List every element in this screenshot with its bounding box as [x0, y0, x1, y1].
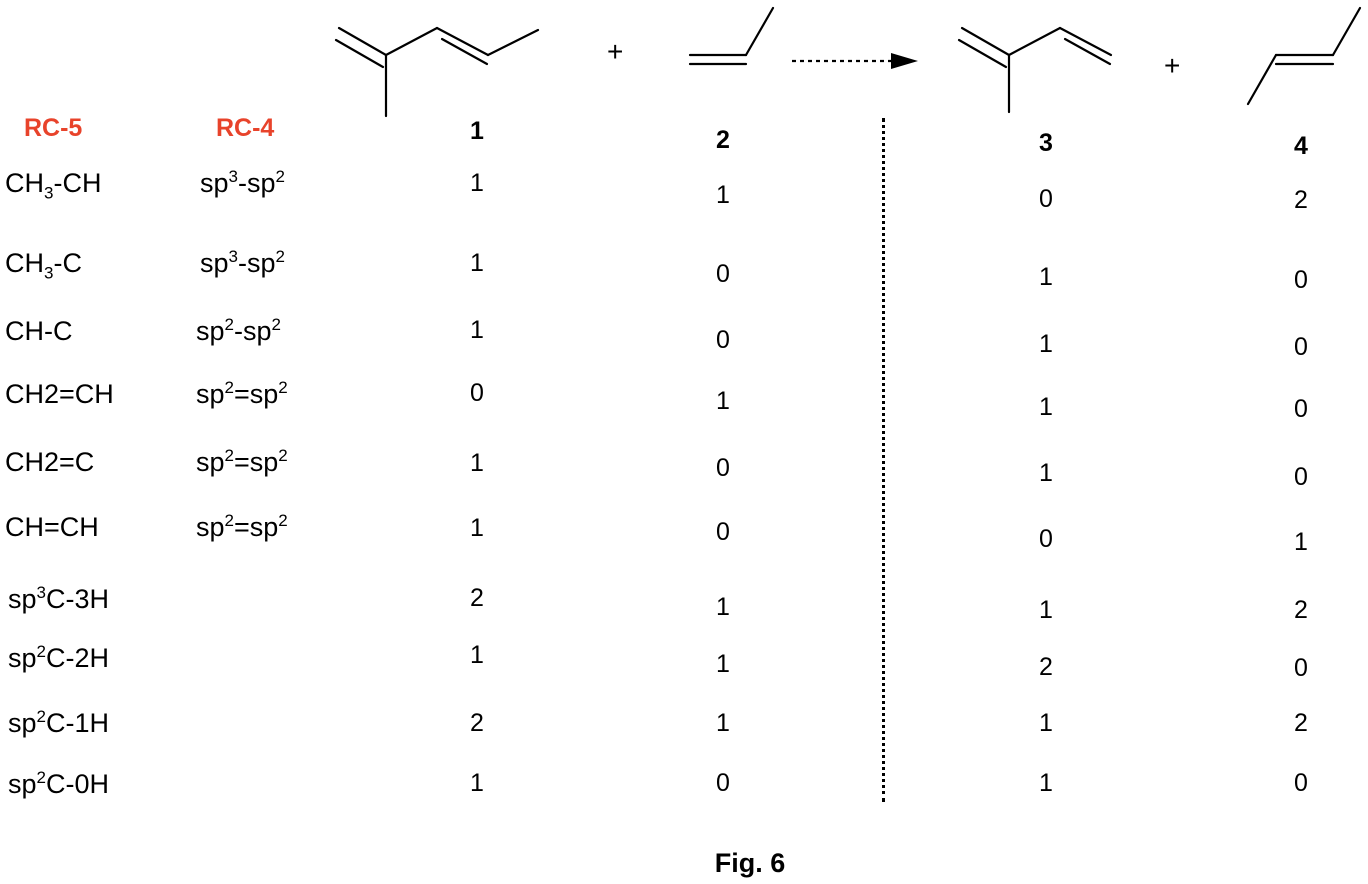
count-compound-3: 1: [1039, 459, 1053, 487]
rc5-header: RC-5: [24, 114, 83, 142]
count-compound-3: 1: [1039, 393, 1053, 421]
count-compound-2: 1: [716, 650, 730, 678]
count-compound-3: 0: [1039, 525, 1053, 553]
rc4-label: sp3-sp2: [200, 247, 285, 278]
rc4-header: RC-4: [216, 114, 275, 142]
count-compound-1: 1: [470, 641, 484, 669]
molecule-2-structure: [688, 6, 775, 66]
count-compound-1: 2: [470, 584, 484, 612]
rc5-label: CH2=C: [5, 447, 95, 477]
superscript: 2: [278, 446, 288, 465]
rc5-label: sp2C-0H: [8, 768, 110, 799]
superscript: 2: [224, 315, 234, 334]
count-compound-4: 2: [1294, 186, 1308, 214]
superscript: 3: [36, 583, 46, 602]
count-compound-4: 1: [1294, 528, 1308, 556]
count-compound-3: 1: [1039, 330, 1053, 358]
count-compound-4: 2: [1294, 709, 1308, 737]
compound-3-label: 3: [1039, 129, 1053, 157]
superscript: 3: [228, 167, 238, 186]
count-compound-1: 2: [470, 709, 484, 737]
count-compound-1: 1: [470, 169, 484, 197]
rc5-label: CH3-CH: [5, 168, 102, 203]
count-compound-2: 0: [716, 454, 730, 482]
reaction-scheme: [334, 6, 1362, 118]
molecule-3-structure: [957, 26, 1113, 114]
count-compound-2: 0: [716, 260, 730, 288]
superscript: 2: [36, 642, 46, 661]
molecule-4-structure: [1246, 6, 1362, 106]
count-compound-1: 1: [470, 449, 484, 477]
count-compound-1: 1: [470, 316, 484, 344]
count-compound-3: 1: [1039, 596, 1053, 624]
rc4-label: sp2-sp2: [196, 315, 281, 346]
count-compound-1: 1: [470, 249, 484, 277]
count-compound-2: 1: [716, 387, 730, 415]
count-compound-4: 0: [1294, 395, 1308, 423]
count-compound-2: 1: [716, 709, 730, 737]
reaction-arrow: [792, 53, 918, 69]
count-compound-2: 0: [716, 326, 730, 354]
compound-4-label: 4: [1294, 132, 1308, 160]
superscript: 2: [275, 247, 285, 266]
superscript: 2: [36, 768, 46, 787]
superscript: 2: [271, 315, 281, 334]
rc5-label: CH-C: [5, 316, 73, 346]
subscript: 3: [44, 183, 54, 203]
count-compound-1: 1: [470, 769, 484, 797]
count-compound-3: 1: [1039, 769, 1053, 797]
rc4-label: sp2=sp2: [196, 378, 288, 409]
count-compound-3: 0: [1039, 185, 1053, 213]
count-compound-4: 0: [1294, 654, 1308, 682]
superscript: 2: [224, 511, 234, 530]
count-compound-4: 0: [1294, 266, 1308, 294]
rc5-label: sp2C-2H: [8, 642, 110, 673]
count-compound-3: 1: [1039, 709, 1053, 737]
count-compound-1: 0: [470, 379, 484, 407]
rc5-label: CH3-C: [5, 248, 82, 283]
count-compound-4: 0: [1294, 463, 1308, 491]
count-compound-2: 1: [716, 181, 730, 209]
superscript: 2: [224, 446, 234, 465]
superscript: 2: [224, 378, 234, 397]
rc4-label: sp2=sp2: [196, 511, 288, 542]
plus-sign: +: [607, 36, 624, 67]
count-compound-2: 0: [716, 518, 730, 546]
molecule-1-structure: [334, 26, 540, 118]
count-compound-2: 1: [716, 593, 730, 621]
rc5-label: CH=CH: [5, 512, 99, 542]
rc5-label: CH2=CH: [5, 379, 114, 409]
compound-2-label: 2: [716, 126, 730, 154]
subscript: 3: [44, 263, 54, 283]
count-compound-3: 2: [1039, 653, 1053, 681]
count-compound-4: 2: [1294, 596, 1308, 624]
count-compound-4: 0: [1294, 769, 1308, 797]
superscript: 2: [278, 378, 288, 397]
rc4-label: sp3-sp2: [200, 167, 285, 198]
figure-caption: Fig. 6: [714, 848, 786, 878]
superscript: 2: [275, 167, 285, 186]
plus-sign: +: [1164, 50, 1181, 81]
count-compound-3: 1: [1039, 263, 1053, 291]
rc4-label: sp2=sp2: [196, 446, 288, 477]
superscript: 2: [36, 707, 46, 726]
count-compound-1: 1: [470, 514, 484, 542]
reaction-divider: [882, 118, 885, 802]
superscript: 2: [278, 511, 288, 530]
compound-1-label: 1: [470, 117, 484, 145]
rc5-label: sp2C-1H: [8, 707, 110, 738]
count-compound-2: 0: [716, 769, 730, 797]
rc5-label: sp3C-3H: [8, 583, 110, 614]
count-compound-4: 0: [1294, 333, 1308, 361]
superscript: 3: [228, 247, 238, 266]
